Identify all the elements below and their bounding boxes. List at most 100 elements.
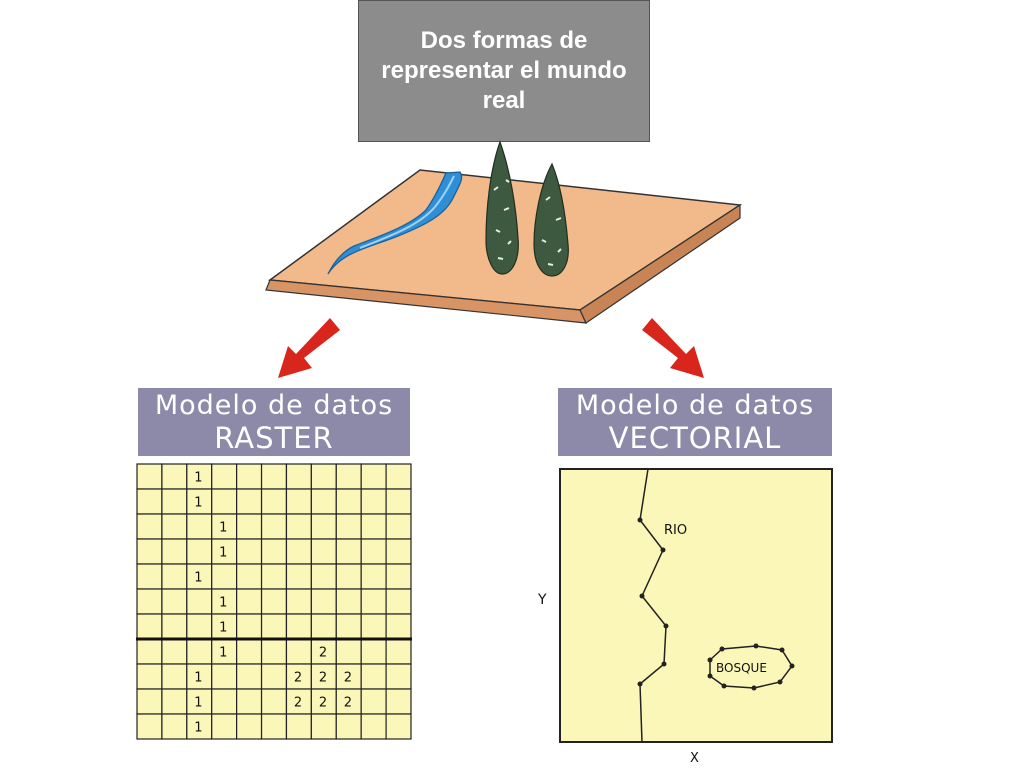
vector-label-line2: VECTORIAL	[608, 421, 782, 455]
raster-cell	[335, 713, 362, 740]
raster-cell	[360, 613, 387, 640]
raster-cell	[385, 488, 412, 515]
raster-cell	[236, 638, 263, 665]
raster-cell-value: 2	[344, 671, 352, 686]
raster-cell	[285, 538, 312, 565]
raster-cell	[310, 713, 337, 740]
raster-cell	[310, 513, 337, 540]
raster-cell	[211, 488, 238, 515]
raster-cell-value: 1	[219, 521, 227, 536]
raster-cell	[360, 463, 387, 490]
raster-cell	[385, 538, 412, 565]
raster-cell	[385, 588, 412, 615]
raster-cell	[260, 688, 288, 715]
raster-cell	[186, 713, 213, 740]
raster-cell	[310, 588, 337, 615]
raster-cell-value: 1	[194, 696, 202, 711]
raster-cell	[136, 688, 163, 715]
raster-cell	[360, 713, 387, 740]
raster-cell	[161, 713, 188, 740]
raster-cell-value: 1	[219, 546, 227, 561]
raster-cell	[161, 488, 188, 515]
raster-cell	[310, 538, 337, 565]
raster-cell	[310, 638, 337, 665]
raster-cell	[310, 488, 337, 515]
raster-cell	[236, 488, 263, 515]
raster-cell	[136, 638, 163, 665]
raster-cell	[186, 538, 213, 565]
raster-cell	[335, 463, 362, 490]
raster-cell	[260, 538, 288, 565]
raster-cell	[136, 563, 163, 590]
raster-cell-value: 1	[194, 496, 202, 511]
raster-cell-value: 2	[319, 646, 327, 661]
raster-cell	[335, 538, 362, 565]
raster-cell-value: 1	[219, 596, 227, 611]
raster-cell	[236, 713, 263, 740]
raster-cell-value: 2	[344, 696, 352, 711]
raster-cell	[136, 463, 163, 490]
raster-cell	[335, 513, 362, 540]
raster-cell	[285, 488, 312, 515]
raster-cell	[161, 663, 188, 690]
raster-cell	[260, 513, 288, 540]
raster-cell-value: 1	[194, 671, 202, 686]
raster-cell	[360, 563, 387, 590]
raster-cell	[136, 588, 163, 615]
raster-cell	[260, 613, 288, 640]
tree-left	[485, 140, 519, 275]
raster-cell	[161, 563, 188, 590]
raster-label-line2: RASTER	[214, 421, 334, 455]
x-axis-label: X	[690, 751, 699, 766]
raster-cell	[211, 688, 238, 715]
raster-cell-value: 1	[219, 646, 227, 661]
raster-cell-value: 1	[219, 621, 227, 636]
raster-cell	[136, 538, 163, 565]
raster-cell	[385, 513, 412, 540]
vector-panel: RIO BOSQUE Y X	[530, 466, 840, 768]
forest-polygon	[709, 645, 793, 689]
forest-vertices	[707, 643, 795, 691]
raster-cell	[236, 538, 263, 565]
raster-cell	[335, 688, 362, 715]
raster-cell	[285, 663, 312, 690]
diagram-title: Dos formas de representar el mundo real	[381, 27, 627, 114]
raster-cell	[285, 588, 312, 615]
raster-cell	[186, 513, 213, 540]
raster-cell	[285, 613, 312, 640]
raster-cell	[310, 563, 337, 590]
raster-cell	[236, 563, 263, 590]
raster-cell	[161, 638, 188, 665]
raster-cell	[385, 563, 412, 590]
raster-cell	[385, 663, 412, 690]
raster-cell	[385, 638, 412, 665]
raster-cell	[360, 513, 387, 540]
raster-cell	[211, 663, 238, 690]
raster-cell	[161, 688, 188, 715]
tree-right	[533, 162, 569, 277]
raster-cell	[260, 588, 288, 615]
raster-label-line1: Modelo de datos	[154, 390, 394, 421]
raster-cell	[211, 563, 238, 590]
real-world-scene	[250, 140, 750, 330]
raster-cell	[360, 688, 387, 715]
vector-frame	[559, 468, 833, 743]
title-box: Dos formas de representar el mundo real	[358, 0, 650, 142]
raster-cell	[260, 463, 288, 490]
raster-cell	[385, 613, 412, 640]
raster-cell-value: 2	[319, 671, 327, 686]
river-highlight	[359, 175, 455, 249]
vector-label-line1: Modelo de datos	[575, 390, 815, 421]
raster-cell	[285, 463, 312, 490]
river-line	[639, 468, 667, 743]
raster-cell	[385, 713, 412, 740]
raster-cell	[310, 688, 337, 715]
raster-cell	[285, 713, 312, 740]
raster-cell	[186, 588, 213, 615]
raster-cell	[236, 463, 263, 490]
raster-cell	[285, 638, 312, 665]
raster-cell	[260, 663, 288, 690]
raster-cell	[136, 663, 163, 690]
raster-cell	[236, 688, 263, 715]
raster-cell	[236, 613, 263, 640]
